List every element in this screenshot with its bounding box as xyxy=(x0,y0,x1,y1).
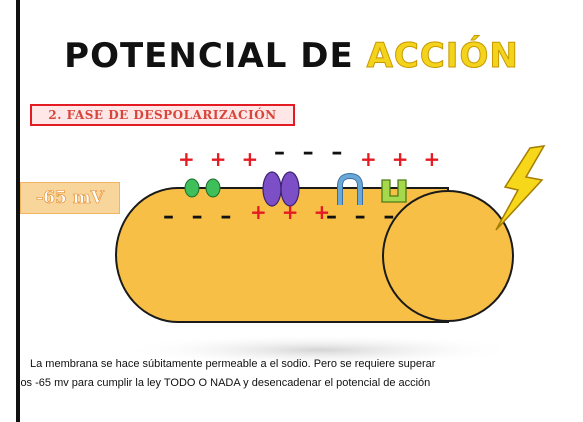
voltage-label-box: -65 mV xyxy=(20,182,120,214)
axon-cylinder-body xyxy=(115,187,449,323)
page-title: POTENCIAL DE ACCIÓN xyxy=(0,36,583,77)
lime-channel-icon xyxy=(381,179,407,203)
left-border-line xyxy=(16,0,20,422)
voltage-label: -65 mV xyxy=(36,188,104,209)
purple-channel-icon xyxy=(262,171,300,207)
phase-label-box: 2. FASE DE DESPOLARIZACIÓN xyxy=(30,104,295,126)
green-channel-icon xyxy=(184,178,221,198)
phase-label: 2. FASE DE DESPOLARIZACIÓN xyxy=(48,108,277,122)
description-line-2: los -65 mv para cumplir la ley TODO O NA… xyxy=(18,377,431,389)
plus-signs-outside-left: + + + xyxy=(178,147,263,171)
plus-signs-outside-right: + + + xyxy=(360,147,445,171)
lightning-bolt-icon xyxy=(495,145,546,231)
axon-shadow xyxy=(120,334,520,366)
blue-channel-icon xyxy=(337,172,363,205)
title-part-2: ACCIÓN xyxy=(366,36,519,77)
plus-signs-inside-center: + + + xyxy=(250,200,335,224)
title-part-1: POTENCIAL DE xyxy=(64,36,367,76)
minus-signs-inside-left: – – – xyxy=(163,204,237,229)
minus-signs-inside-right: – – – xyxy=(326,204,400,229)
axon-end-cap xyxy=(382,190,514,322)
minus-signs-outside-center: – – – xyxy=(274,140,348,165)
description-line-1: La membrana se hace súbitamente permeabl… xyxy=(30,358,436,370)
